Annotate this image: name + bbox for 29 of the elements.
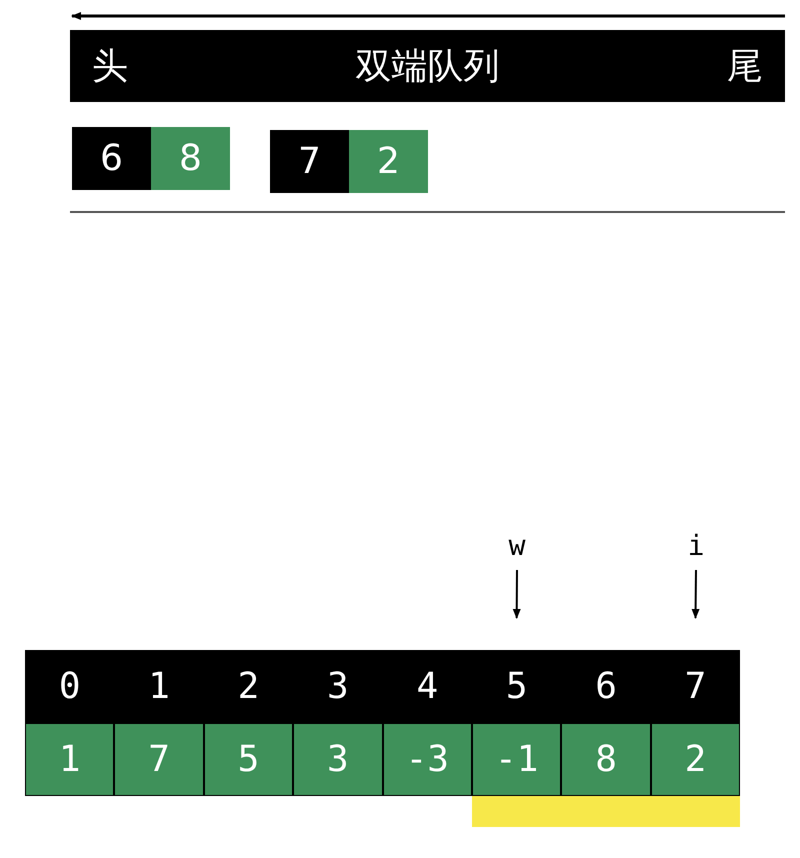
value-cell: 2 (650, 723, 740, 796)
pointer-label: w (497, 525, 537, 565)
highlight-bar (472, 796, 740, 827)
number-cell: 7 (270, 130, 349, 193)
index-cell: 4 (382, 650, 472, 723)
number-cell: 2 (349, 130, 428, 193)
tail-label: 尾 (727, 44, 763, 88)
value-cell: 3 (293, 723, 383, 796)
pointer-arrow (512, 570, 521, 619)
index-cell: 0 (25, 650, 114, 723)
deque-bar (70, 30, 785, 102)
head-label: 头 (92, 44, 128, 88)
value-cell: 1 (25, 723, 114, 796)
deque-title: 双端队列 (356, 44, 500, 88)
pointer-label: i (676, 525, 716, 565)
number-cell: 8 (151, 127, 230, 190)
value-cell: 8 (561, 723, 651, 796)
value-cell: -1 (472, 723, 562, 796)
index-cell: 5 (472, 650, 562, 723)
index-cell: 7 (650, 650, 740, 723)
value-cell: 7 (114, 723, 204, 796)
value-cell: -3 (382, 723, 472, 796)
pointer-arrow (692, 570, 700, 619)
index-cell: 2 (204, 650, 294, 723)
index-cell: 1 (114, 650, 204, 723)
index-cell: 3 (293, 650, 383, 723)
index-cell: 6 (561, 650, 651, 723)
number-cell: 6 (72, 127, 151, 190)
value-cell: 5 (204, 723, 294, 796)
